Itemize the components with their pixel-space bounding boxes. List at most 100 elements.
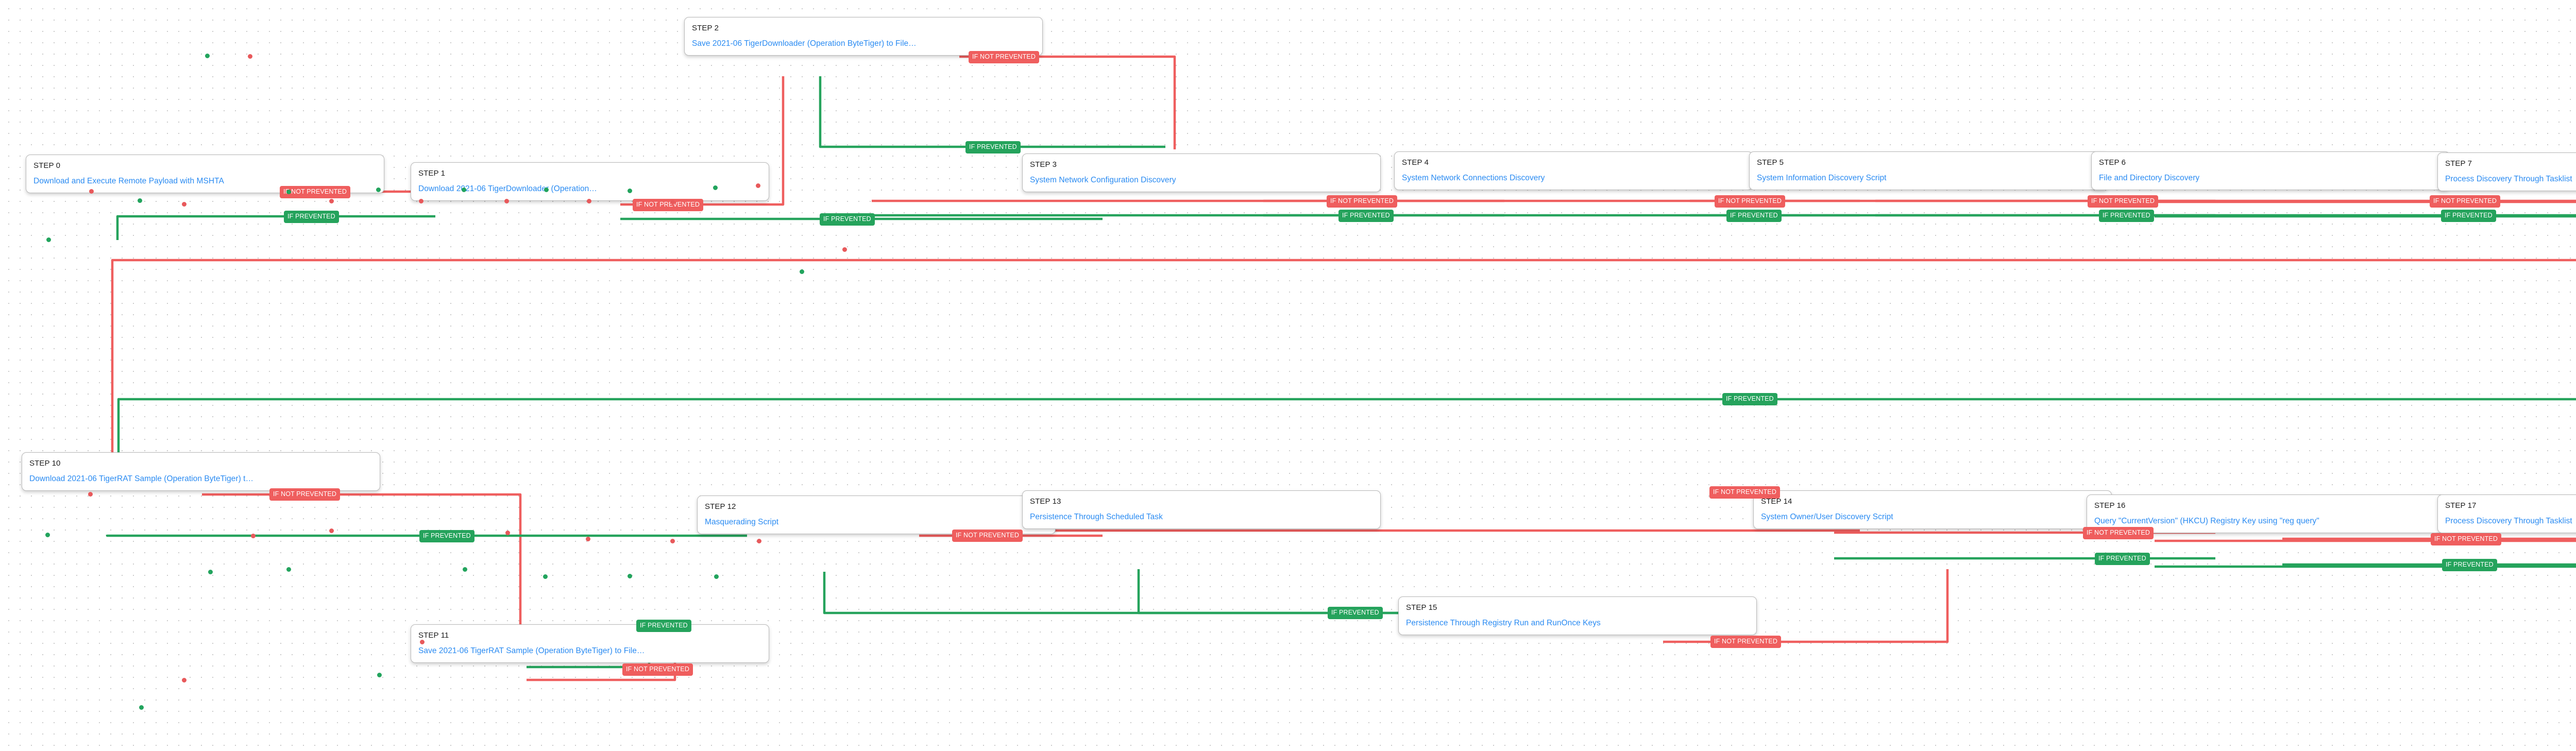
edge-label-prevented[interactable]: IF PREVENTED [1328, 607, 1383, 619]
output-port-prevented[interactable] [139, 705, 144, 710]
flow-node-step-5[interactable]: STEP 5 System Information Discovery Scri… [1749, 151, 2108, 190]
edge-n9-n10-prevented [117, 398, 2576, 452]
node-step-label: STEP 13 [1030, 497, 1061, 506]
node-step-label: STEP 6 [2099, 158, 2126, 167]
output-port-not-prevented[interactable] [182, 202, 187, 207]
output-port-prevented[interactable] [376, 187, 381, 192]
flow-node-step-6[interactable]: STEP 6 File and Directory Discovery [2091, 151, 2450, 190]
flow-node-step-17[interactable]: STEP 17 Process Discovery Through Taskli… [2437, 494, 2576, 533]
node-title: Masquerading Script [705, 517, 779, 526]
output-port-not-prevented[interactable] [586, 537, 590, 541]
output-port-prevented[interactable] [713, 185, 718, 190]
flow-node-step-14[interactable]: STEP 14 System Owner/User Discovery Scri… [1753, 490, 2112, 529]
output-port-prevented[interactable] [45, 533, 50, 537]
output-port-prevented[interactable] [462, 187, 466, 192]
edge-label-not-prevented[interactable]: IF NOT PREVENTED [269, 488, 341, 501]
output-port-not-prevented[interactable] [419, 199, 423, 203]
edge-label-prevented[interactable]: IF PREVENTED [2095, 553, 2150, 565]
edge-label-not-prevented[interactable]: IF NOT PREVENTED [2083, 527, 2154, 539]
edge-label-prevented[interactable]: IF PREVENTED [284, 211, 339, 223]
output-port-not-prevented[interactable] [670, 200, 675, 204]
flow-node-step-1[interactable]: STEP 1 Download 2021-06 TigerDownloader … [411, 162, 769, 201]
output-port-not-prevented[interactable] [505, 531, 510, 535]
node-title: Query "CurrentVersion" (HKCU) Registry K… [2094, 516, 2319, 525]
edge-label-prevented[interactable]: IF PREVENTED [1722, 393, 1777, 405]
flow-node-step-15[interactable]: STEP 15 Persistence Through Registry Run… [1398, 596, 1757, 635]
edge-label-prevented[interactable]: IF PREVENTED [419, 530, 474, 542]
flow-node-step-12[interactable]: STEP 12 Masquerading Script [697, 496, 1056, 534]
output-port-not-prevented[interactable] [670, 539, 675, 543]
flow-node-step-4[interactable]: STEP 4 System Network Connections Discov… [1394, 151, 1753, 190]
edge-label-not-prevented[interactable]: IF NOT PREVENTED [622, 663, 693, 676]
edge-label-not-prevented[interactable]: IF NOT PREVENTED [952, 530, 1023, 542]
edge-label-not-prevented[interactable]: IF NOT PREVENTED [969, 51, 1040, 63]
node-step-label: STEP 11 [418, 631, 449, 640]
edge-label-not-prevented[interactable]: IF NOT PREVENTED [1715, 195, 1786, 208]
node-step-label: STEP 5 [1757, 158, 1784, 167]
node-step-label: STEP 1 [418, 169, 446, 178]
output-port-prevented[interactable] [544, 187, 549, 192]
output-port-prevented[interactable] [714, 574, 719, 579]
output-port-prevented[interactable] [463, 567, 467, 572]
flow-node-step-10[interactable]: STEP 10 Download 2021-06 TigerRAT Sample… [22, 452, 380, 491]
edge-label-prevented[interactable]: IF PREVENTED [2099, 210, 2154, 222]
output-port-not-prevented[interactable] [329, 199, 334, 203]
output-port-not-prevented[interactable] [842, 247, 847, 252]
output-port-not-prevented[interactable] [587, 199, 591, 203]
output-port-prevented[interactable] [628, 189, 632, 193]
edge-label-prevented[interactable]: IF PREVENTED [965, 141, 1021, 153]
output-port-prevented[interactable] [800, 269, 804, 274]
edge-n12-n15-prevented [823, 572, 1483, 615]
output-port-prevented[interactable] [138, 198, 142, 203]
output-port-prevented[interactable] [286, 190, 291, 194]
output-port-not-prevented[interactable] [756, 183, 760, 188]
flow-node-step-11[interactable]: STEP 11 Save 2021-06 TigerRAT Sample (Op… [411, 624, 769, 663]
output-port-not-prevented[interactable] [182, 678, 187, 682]
output-port-prevented[interactable] [205, 54, 210, 58]
flow-node-step-2[interactable]: STEP 2 Save 2021-06 TigerDownloader (Ope… [684, 17, 1043, 56]
edge-label-prevented[interactable]: IF PREVENTED [1726, 210, 1782, 222]
node-step-label: STEP 3 [1030, 160, 1057, 169]
edge-label-not-prevented[interactable]: IF NOT PREVENTED [1709, 486, 1781, 499]
node-title: Download 2021-06 TigerRAT Sample (Operat… [29, 474, 254, 483]
edge-label-not-prevented[interactable]: IF NOT PREVENTED [2430, 195, 2501, 208]
output-port-prevented[interactable] [543, 574, 548, 579]
edge-label-not-prevented[interactable]: IF NOT PREVENTED [1710, 636, 1782, 648]
node-step-label: STEP 12 [705, 502, 736, 511]
edge-label-not-prevented[interactable]: IF NOT PREVENTED [2431, 533, 2502, 545]
flow-node-step-3[interactable]: STEP 3 System Network Configuration Disc… [1022, 153, 1381, 192]
output-port-prevented[interactable] [377, 673, 382, 677]
node-title: Download and Execute Remote Payload with… [33, 176, 224, 185]
edge-n2-n3-not-prevented [959, 55, 1176, 149]
output-port-not-prevented[interactable] [420, 640, 425, 644]
flow-node-step-13[interactable]: STEP 13 Persistence Through Scheduled Ta… [1022, 490, 1381, 529]
edge-label-prevented[interactable]: IF PREVENTED [2441, 210, 2496, 222]
flow-node-step-7[interactable]: STEP 7 Process Discovery Through Tasklis… [2437, 152, 2576, 191]
edge-label-not-prevented[interactable]: IF NOT PREVENTED [633, 199, 704, 211]
edge-label-prevented[interactable]: IF PREVENTED [820, 213, 875, 226]
edge-label-not-prevented[interactable]: IF NOT PREVENTED [1327, 195, 1398, 208]
output-port-not-prevented[interactable] [89, 189, 94, 194]
edge-label-prevented[interactable]: IF PREVENTED [636, 620, 691, 632]
edge-n9-return-not-prevented [111, 259, 2576, 452]
output-port-prevented[interactable] [208, 570, 213, 574]
output-port-not-prevented[interactable] [88, 492, 93, 497]
output-port-not-prevented[interactable] [757, 539, 761, 543]
edge-label-not-prevented[interactable]: IF NOT PREVENTED [2088, 195, 2159, 208]
edge-label-prevented[interactable]: IF PREVENTED [2442, 559, 2497, 571]
output-port-not-prevented[interactable] [251, 534, 256, 538]
node-title: Process Discovery Through Tasklist [2445, 516, 2572, 525]
output-port-not-prevented[interactable] [329, 528, 334, 533]
node-step-label: STEP 7 [2445, 159, 2472, 168]
output-port-prevented[interactable] [286, 567, 291, 572]
edge-n2-n3-prevented [819, 76, 1165, 148]
edge-label-prevented[interactable]: IF PREVENTED [1338, 210, 1394, 222]
output-port-prevented[interactable] [628, 574, 632, 578]
output-port-not-prevented[interactable] [504, 199, 509, 203]
flow-node-step-16[interactable]: STEP 16 Query "CurrentVersion" (HKCU) Re… [2087, 494, 2445, 533]
output-port-not-prevented[interactable] [248, 54, 252, 59]
output-port-prevented[interactable] [46, 237, 51, 242]
node-step-label: STEP 17 [2445, 501, 2477, 510]
